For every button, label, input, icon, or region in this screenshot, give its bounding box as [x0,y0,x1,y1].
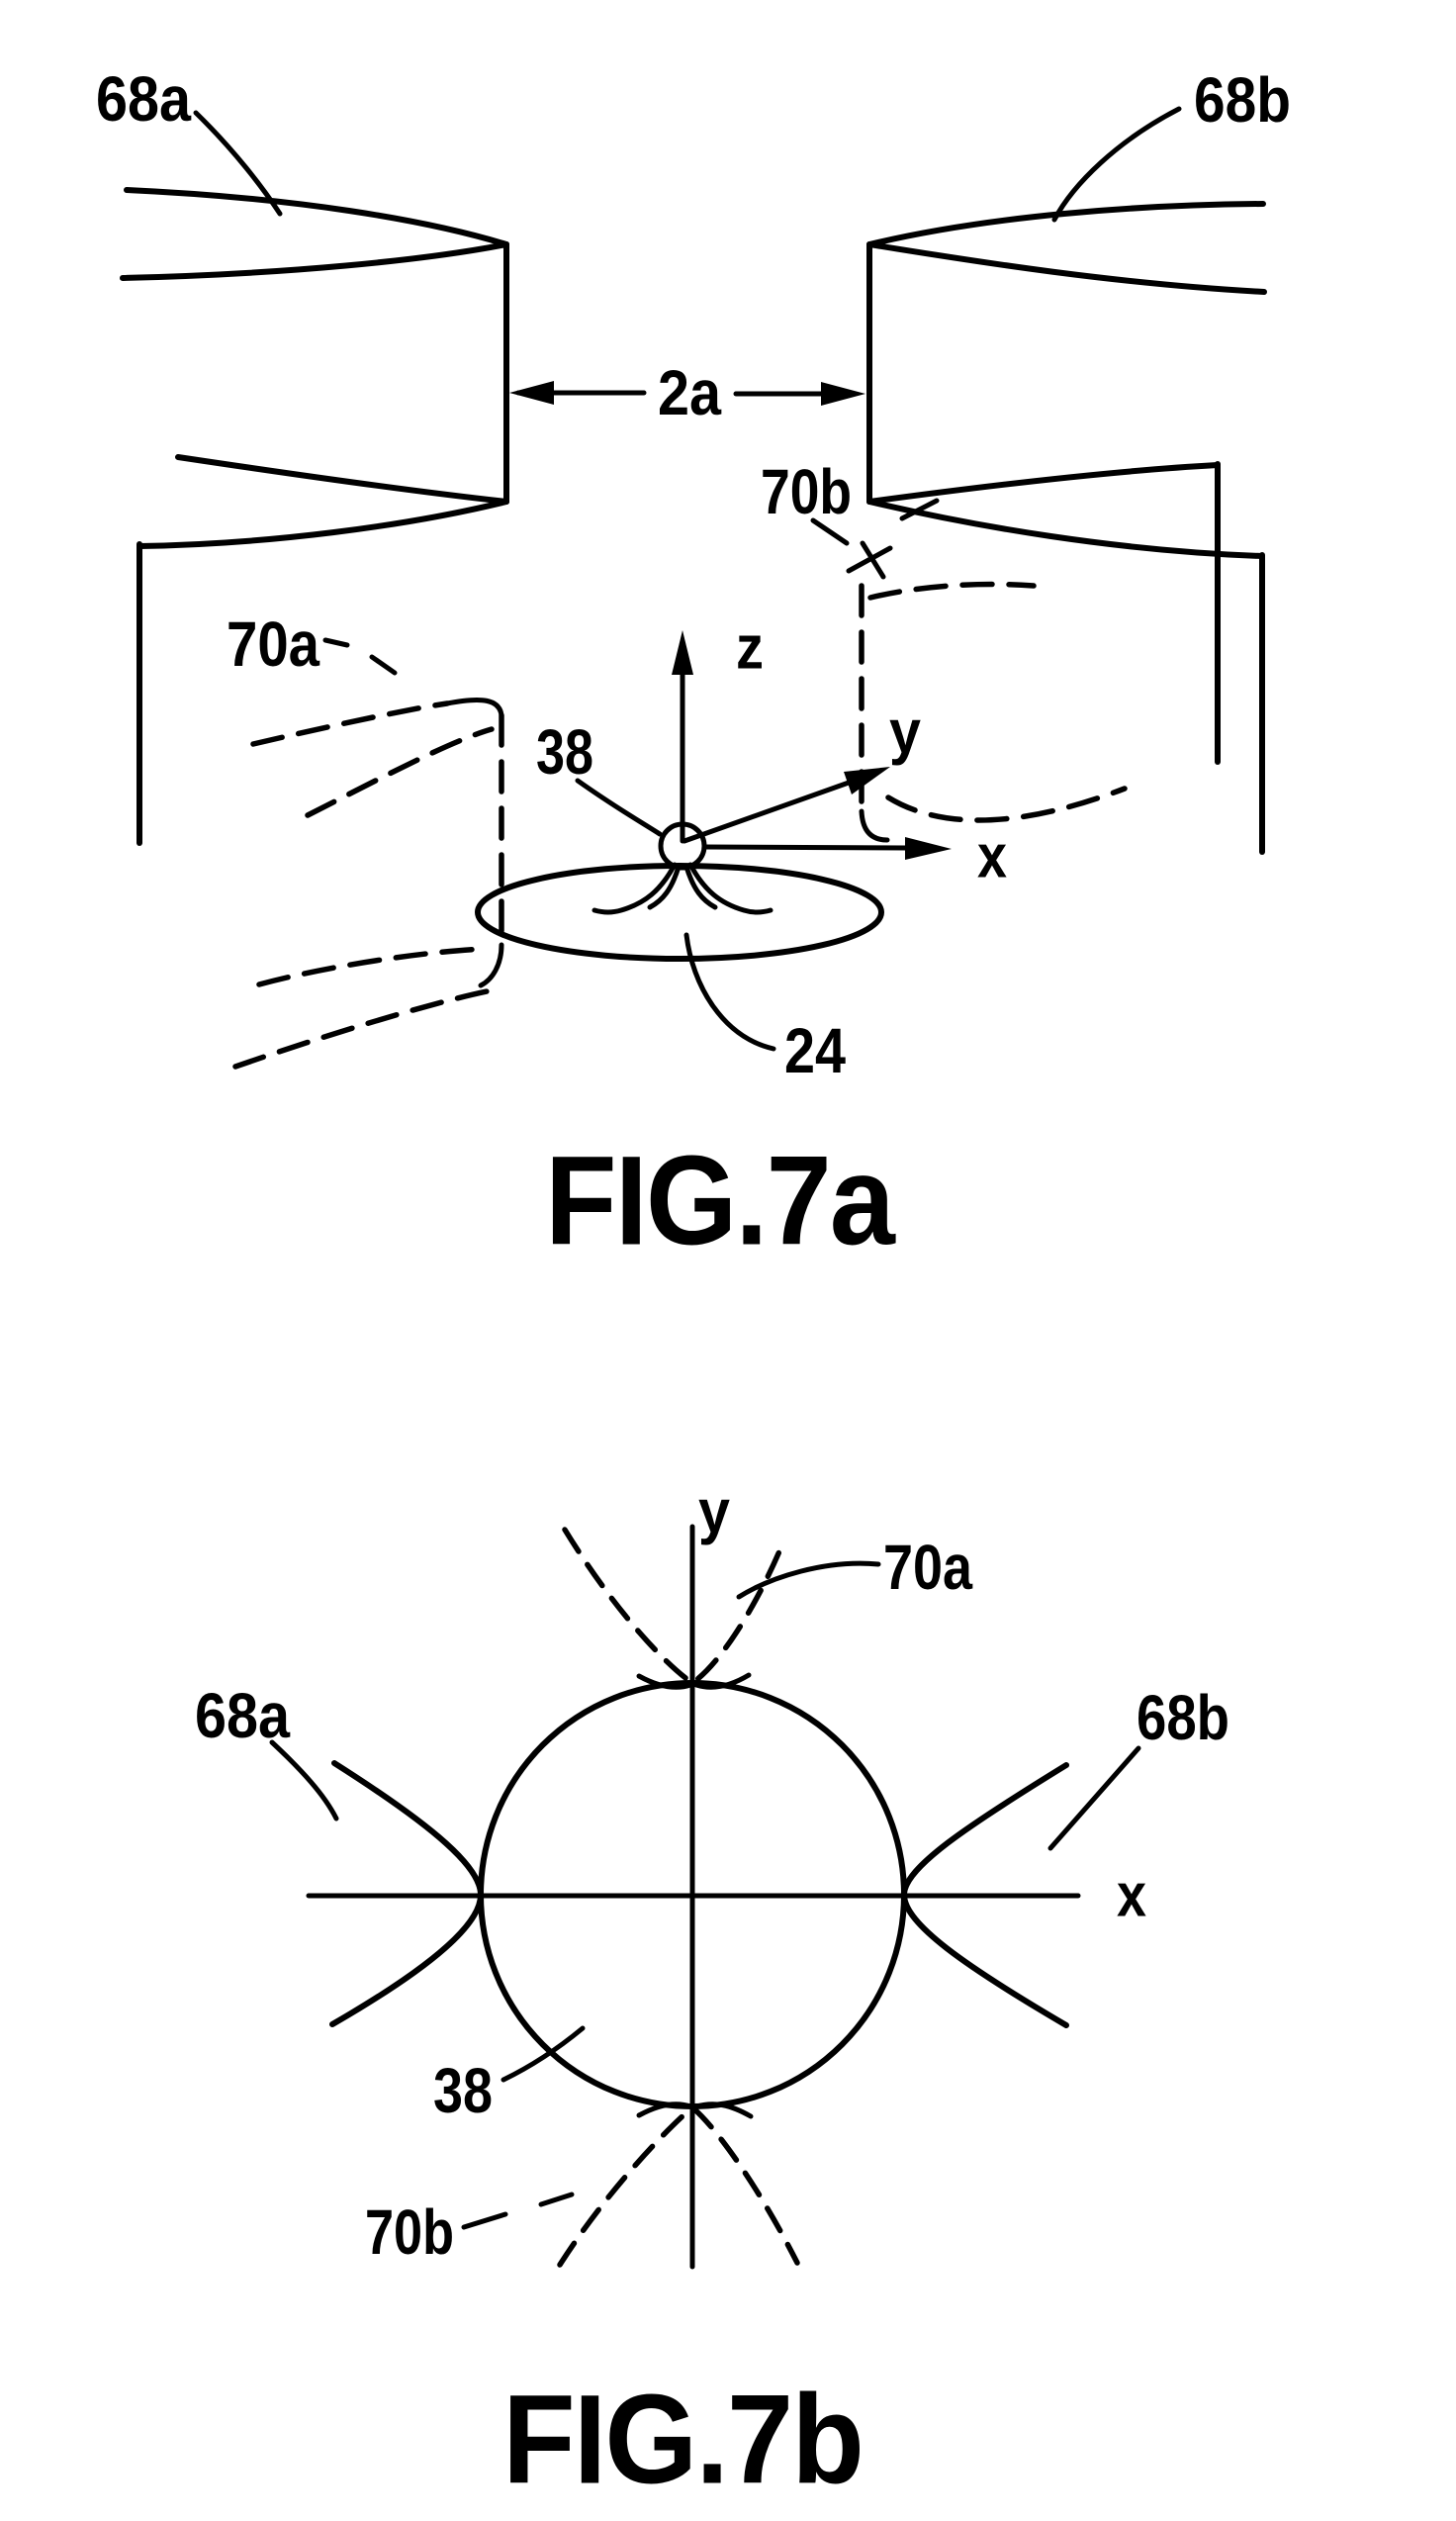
ref-label-68b: 68b [1194,64,1291,136]
hyperbola-right [901,1762,1069,2028]
top-left-tick [636,1673,693,1690]
fig7b-axes: y x [306,1478,1146,2270]
field-line-inner-left [647,864,682,910]
leader-line [193,110,283,217]
fig7a-inner-electrode-70a-dashed: 70a [227,608,504,1070]
ref-label-38: 38 [536,716,593,788]
cylinder-top-near-rim [866,241,1267,295]
cylinder-top-near-rim [120,241,509,281]
fig7b-caption: FIG.7b [502,2370,863,2511]
ref-label-68a: 68a [195,1680,290,1751]
label-leader-dash [810,517,850,546]
z-axis-label: z [736,614,764,683]
fig7b-ion-circle-38: 38 [433,1680,907,2126]
fig7a-axes: z y x [672,614,1007,891]
ref-label-70a: 70a [227,608,319,680]
fig7a-label-68b: 68b [1051,64,1291,223]
ref-label-70a: 70a [883,1532,972,1603]
dashed-bottom-rim [885,786,1128,823]
cylinder-top-far-rim [124,187,509,247]
rim-corner-curve [444,697,504,718]
x-axis-arrowhead [905,837,952,860]
leader-line [736,1560,881,1600]
cross-tick-2 [860,540,886,580]
hyperbola-top [562,1527,787,1687]
field-line-outer-left [592,862,678,915]
x-axis-line [701,844,911,851]
leader-dash-1 [461,2211,508,2230]
cylinder-top-far-rim [866,201,1266,247]
cylinder-bottom-near-rim [866,462,1221,505]
hyperbola-left [329,1760,484,2027]
ref-label-24: 24 [784,1015,846,1086]
fig7a-label-68a: 68a [96,63,283,217]
dim-arrow-left-head [509,381,554,405]
bottom-right-tick [693,2101,754,2119]
fig7b-electrode-68b-hyperbola: 68b [901,1682,1229,2028]
leader-line [269,1739,339,1821]
fig7a-dimension-2a: 2a [509,357,865,428]
top-right-tick [693,1672,752,1690]
leader-line [500,2025,586,2083]
dashed-top-far-rim [250,700,450,747]
dashed-bottom-rim-a [256,946,488,987]
dim-arrow-right-head [821,382,865,406]
cylinder-bottom-far-rim [136,499,509,549]
y-axis-label: y [889,699,921,767]
label-leader-dash-1 [322,637,350,648]
fig7a-electrode-68b-cylinder [866,201,1267,855]
z-axis-arrowhead [672,630,693,675]
ref-label-70b: 70b [761,456,852,527]
leader-line [1047,1745,1141,1851]
fig7a-caption: FIG.7a [545,1131,896,1272]
leader-dash-2 [538,2192,575,2207]
cross-tick-1 [846,545,893,574]
fig7a-ring-electrode-24: 24 [475,863,884,1086]
bottom-left-tick [636,2101,693,2118]
dashed-top-near-rim [305,726,495,818]
fig7a-ion-38: 38 [536,716,774,915]
edge-bottom-hook [478,942,504,988]
y-axis-line [682,780,852,844]
fig7a: 68a 68b 2a 70a [96,63,1291,1272]
field-line-outer-right [687,862,774,915]
x-axis-label: x [1117,1862,1146,1930]
ref-label-38: 38 [433,2055,493,2126]
ref-label-68a: 68a [96,63,191,135]
cross-tick-3 [899,498,940,521]
dim-label-2a: 2a [658,357,721,428]
fig7a-inner-electrode-70b-dashed: 70b [761,456,1128,843]
cylinder-bottom-near-rim [175,454,509,505]
fig7b-electrode-70b-hyperbola-dashed: 70b [365,2103,800,2268]
leader-line [575,778,663,837]
fig7b: y x 38 68a 68b 70a [195,1478,1229,2511]
hyperbola-bottom [557,2103,800,2268]
ref-label-70b: 70b [365,2196,454,2268]
leader-line [683,932,776,1052]
leader-line [1051,106,1182,223]
fig7b-electrode-70a-hyperbola-dashed: 70a [562,1527,972,1687]
fig7a-electrode-68a-cylinder [120,187,509,846]
dashed-top-rim [867,581,1037,601]
field-line-inner-right [683,864,718,910]
x-axis-label: x [977,823,1007,891]
y-axis-label: y [698,1478,730,1546]
ring-ellipse [475,863,884,962]
dashed-bottom-rim-b [232,986,500,1070]
y-axis-arrowhead [844,767,890,794]
label-leader-dash-2 [369,654,398,676]
edge-bottom-hook [859,808,890,843]
fig7b-electrode-68a-hyperbola: 68a [195,1680,484,2027]
fig7b-vertex-ticks [636,1672,754,2119]
ref-label-68b: 68b [1137,1682,1229,1753]
cylinder-bottom-far-rim [866,499,1265,559]
